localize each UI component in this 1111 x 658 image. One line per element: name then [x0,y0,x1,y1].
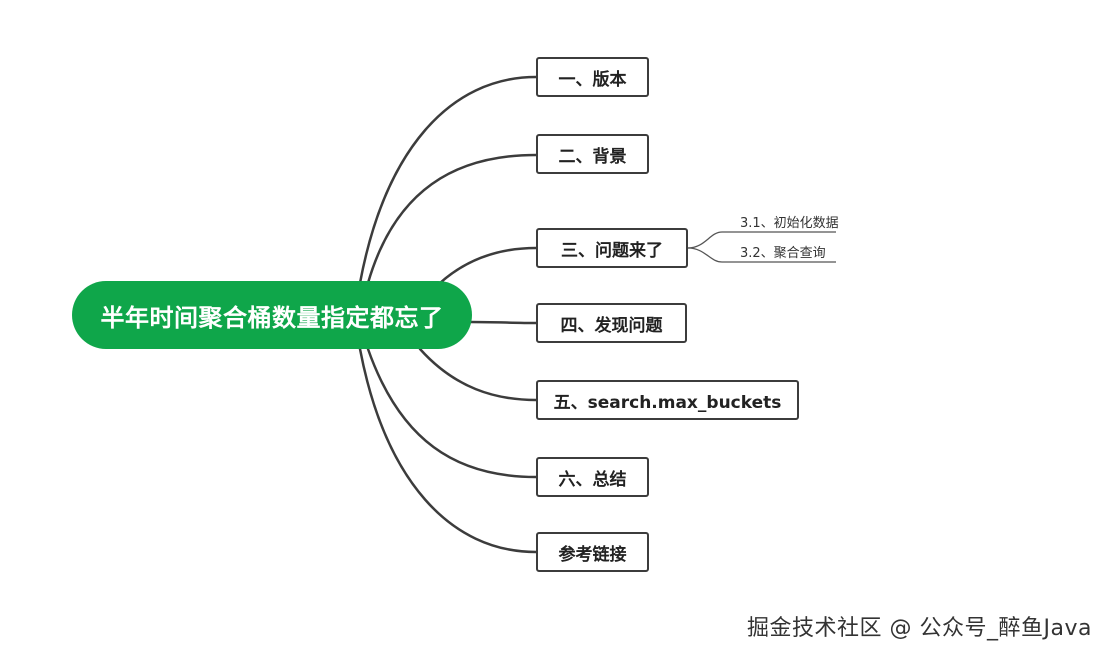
connector-branch-7 [358,347,538,554]
branch-problem[interactable]: 三、问题来了 [536,228,688,268]
branch-max-buckets[interactable]: 五、search.max_buckets [536,380,799,420]
connector-branch-3 [438,246,538,285]
sub-branch-agg-query[interactable]: 3.2、聚合查询 [740,246,826,261]
connector-branch-6 [366,347,538,479]
connector-sub-1 [687,231,836,249]
connector-branch-1 [358,75,538,285]
branch-summary[interactable]: 六、总结 [536,457,649,497]
connector-branch-5 [418,347,538,402]
branch-background[interactable]: 二、背景 [536,134,649,174]
connector-sub-2 [687,247,836,263]
branch-references[interactable]: 参考链接 [536,532,649,572]
branch-version[interactable]: 一、版本 [536,57,649,97]
central-topic[interactable]: 半年时间聚合桶数量指定都忘了 [72,281,472,349]
connector-branch-2 [366,153,538,285]
connector-branch-4 [468,320,538,325]
watermark-text: 掘金技术社区 @ 公众号_醉鱼Java [747,616,1092,641]
branch-find-problem[interactable]: 四、发现问题 [536,303,687,343]
sub-branch-init-data[interactable]: 3.1、初始化数据 [740,216,839,231]
